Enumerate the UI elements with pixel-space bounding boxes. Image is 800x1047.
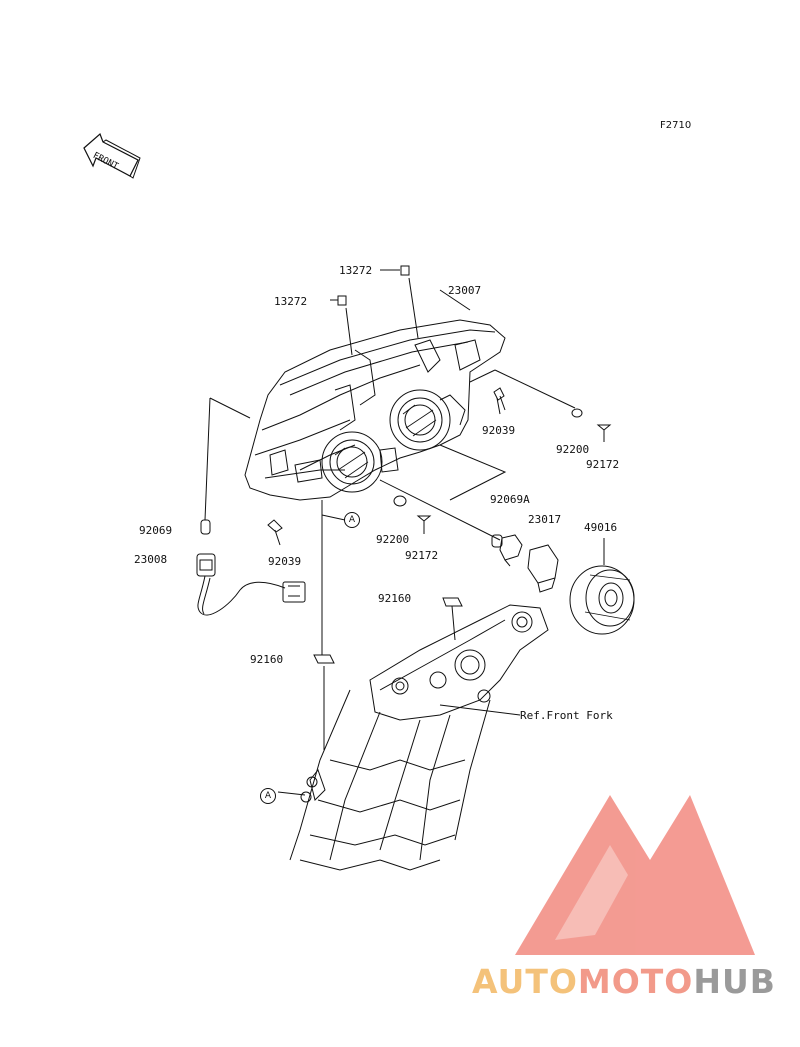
part-label-92160-a: 92160 [378,592,412,605]
part-label-92069A: 92069A [490,493,530,506]
bulb-92039-right [493,387,506,415]
figure-code: F2710 [660,120,692,131]
bulb-92069A [491,534,523,567]
part-label-92039-b: 92039 [268,555,302,568]
headlight-housing [244,265,506,501]
socket-23017 [527,544,559,593]
cap-49016 [569,565,635,635]
watermark-part3: HUB [693,962,776,1001]
part-label-23008: 23008 [134,553,168,566]
part-label-13272-a: 13272 [339,264,373,277]
part-label-23007: 23007 [448,284,482,297]
watermark-logo-icon [515,795,755,955]
callout-a-lower: A [260,788,276,804]
part-label-92200-b: 92200 [376,533,410,546]
watermark-part2: MOTO [577,962,694,1001]
watermark-brand: AUTOMOTOHUB [472,962,776,1002]
front-fork-assembly [289,604,549,871]
part-label-92160-b: 92160 [250,653,284,666]
socket-harness-23008 [196,553,306,616]
part-label-92172-a: 92172 [586,458,620,471]
part-label-92039-a: 92039 [482,424,516,437]
part-label-92069: 92069 [139,524,173,537]
callout-a-upper: A [344,512,360,528]
watermark-part1: AUTO [472,962,578,1001]
reference-front-fork: Ref.Front Fork [520,709,613,722]
part-label-49016: 49016 [584,521,618,534]
part-label-13272-b: 13272 [274,295,308,308]
part-label-23017: 23017 [528,513,562,526]
part-label-92172-b: 92172 [405,549,439,562]
front-arrow-icon [83,132,141,179]
part-label-92200-a: 92200 [556,443,590,456]
